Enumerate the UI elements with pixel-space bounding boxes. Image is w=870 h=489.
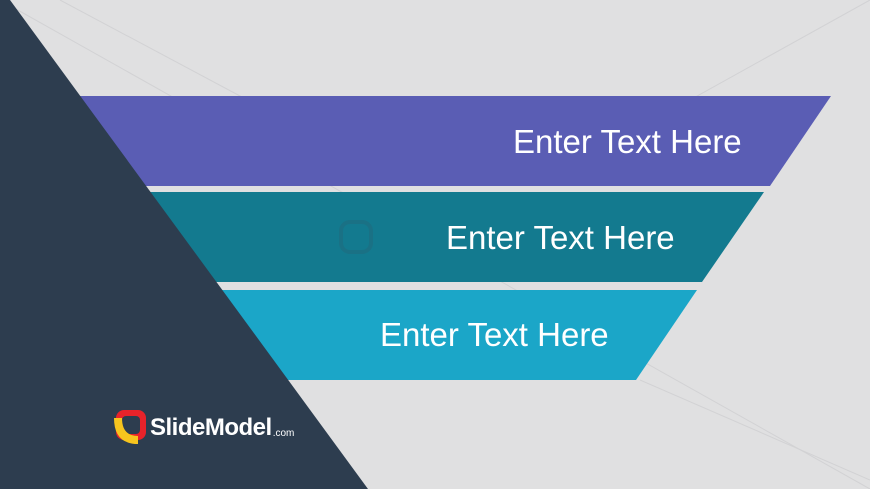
logo-brand-text: SlideModel [150,414,272,441]
funnel-bar-top-label: Enter Text Here [513,123,742,160]
slidemodel-logo: SlideModel .com [150,408,294,448]
watermark [339,220,373,254]
funnel-bar-middle-label: Enter Text Here [446,219,675,256]
funnel-bar-middle [72,192,764,282]
logo-suffix-text: .com [272,427,295,439]
funnel-bar-top [72,96,831,186]
slidemodel-logo-icon [114,410,146,444]
funnel-bar-bottom-label: Enter Text Here [380,316,609,353]
diagonal-band [0,0,368,489]
